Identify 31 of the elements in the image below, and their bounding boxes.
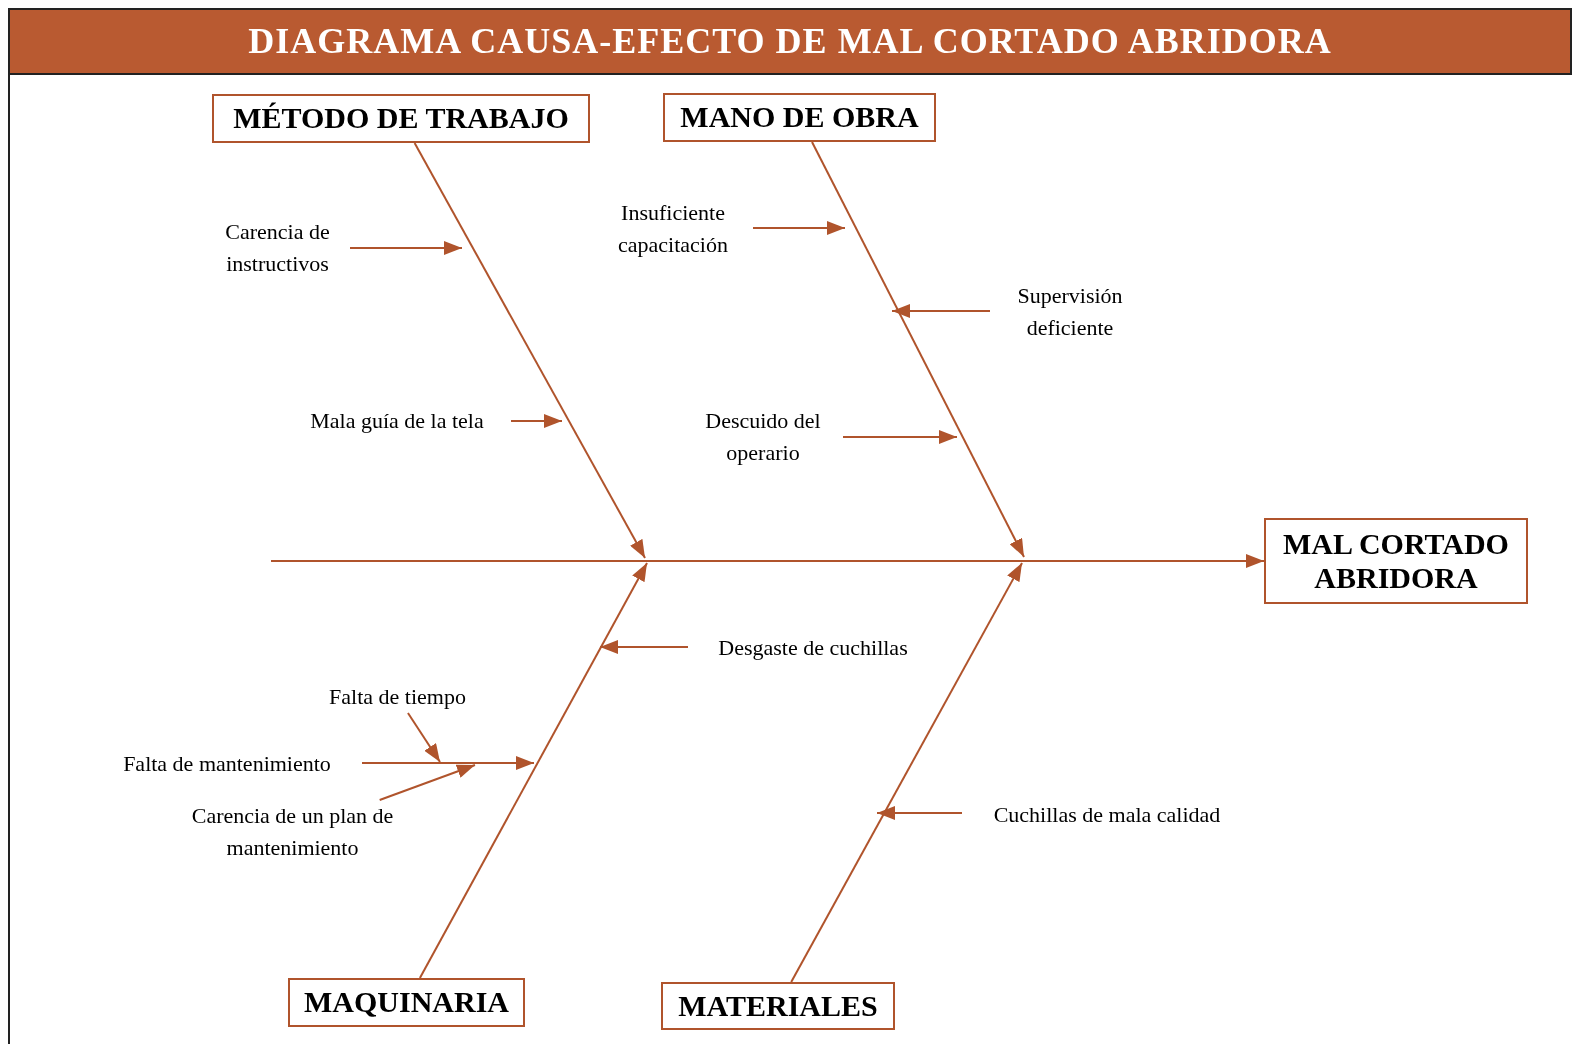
arrow [876,806,963,820]
arrow [510,414,563,428]
cause-text: Falta de tiempo [305,681,490,713]
title-bar: DIAGRAMA CAUSA-EFECTO DE MAL CORTADO ABRIDORA [8,8,1572,75]
category-box: MÉTODO DE TRABAJO [212,94,590,143]
arrow [790,562,1023,983]
arrow [406,712,441,763]
cause-text: Falta de mantenimiento [92,748,362,780]
arrow [361,756,535,770]
cause-text: Mala guía de la tela [283,405,511,437]
cause-text: Cuchillas de mala calidad [962,799,1252,831]
arrow [891,304,991,318]
cause-text: Supervisión deficiente [990,280,1150,344]
cause-text: Insuficiente capacitación [593,197,753,261]
arrow [378,764,476,801]
cause-text: Desgaste de cuchillas [688,632,938,664]
category-box: MANO DE OBRA [663,93,936,142]
arrow [811,141,1025,558]
arrow [842,430,958,444]
arrow [270,554,1265,568]
cause-text: Carencia de un plan de mantenimiento [180,800,405,864]
category-box: MAQUINARIA [288,978,525,1027]
arrow [418,562,648,979]
arrow [599,640,689,654]
arrow [413,142,646,559]
arrow [349,241,463,255]
cause-text: Carencia de instructivos [205,216,350,280]
category-box: MATERIALES [661,982,895,1030]
cause-text: Descuido del operario [683,405,843,469]
arrow [752,221,846,235]
effect-box: MAL CORTADO ABRIDORA [1264,518,1528,604]
